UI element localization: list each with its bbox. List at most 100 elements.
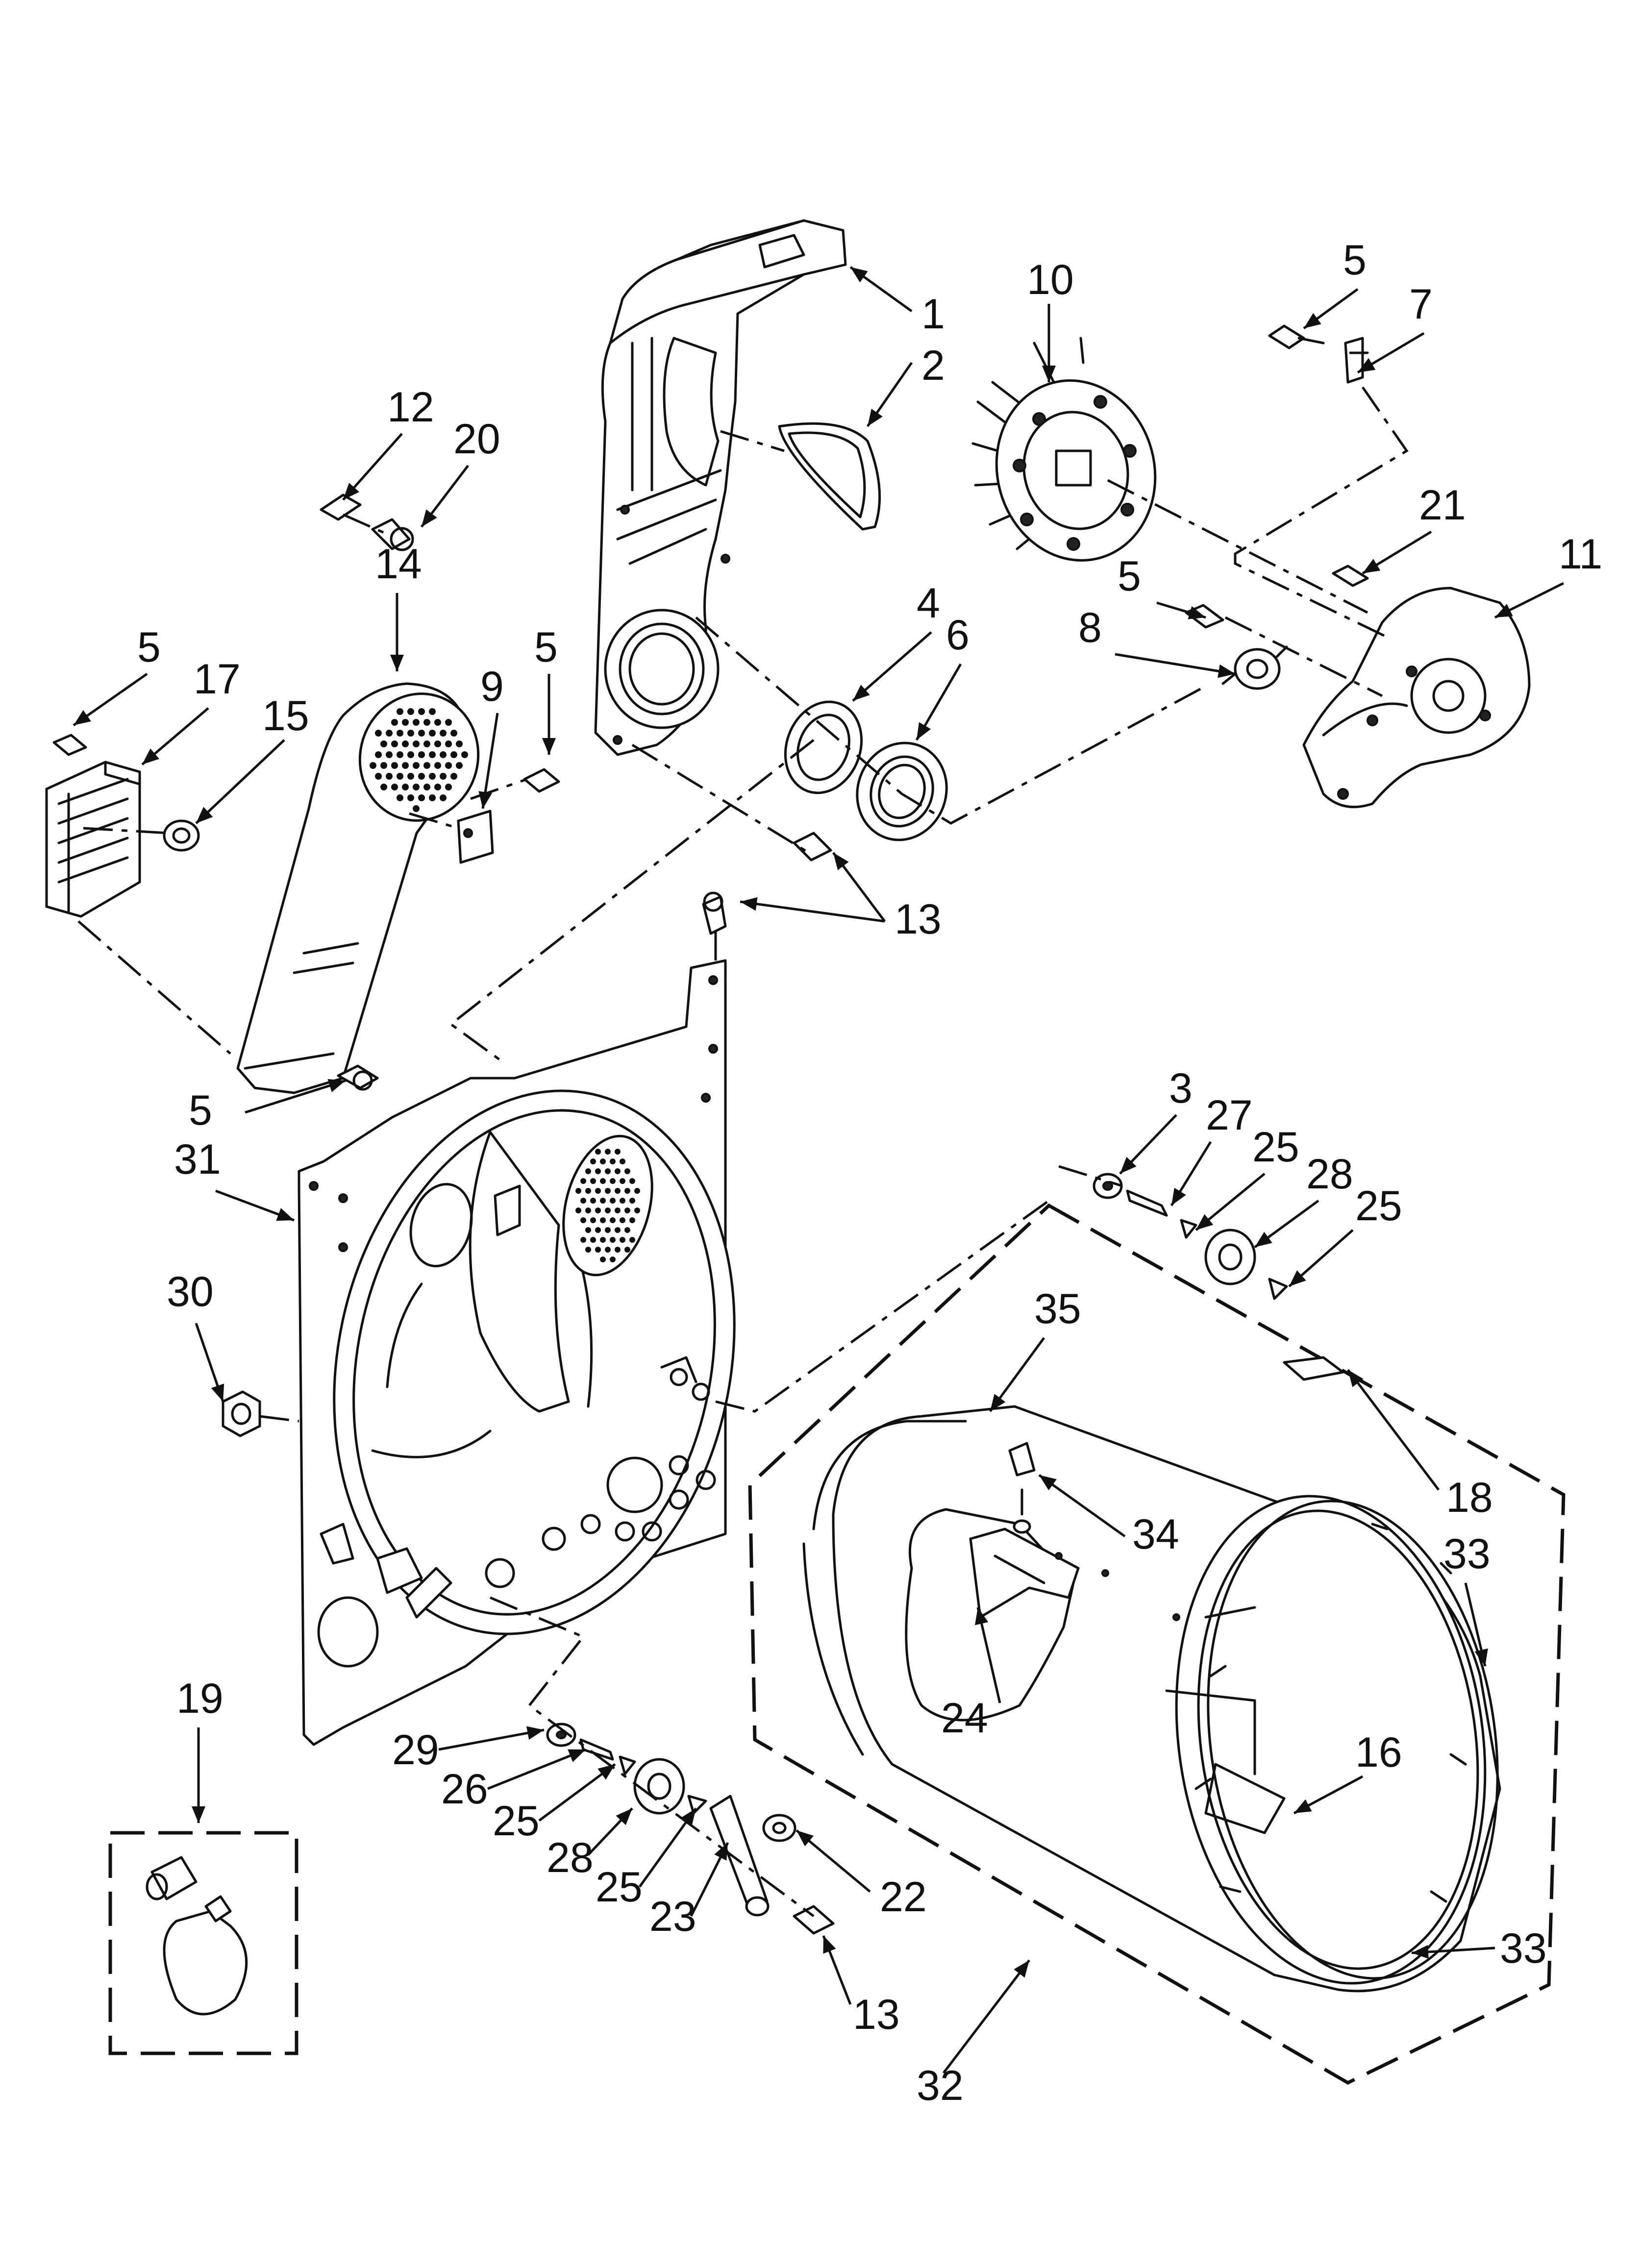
screen-hole <box>575 1188 581 1194</box>
callout-4: 4 <box>917 580 940 627</box>
leader-arrowhead <box>478 791 493 809</box>
screen-hole <box>615 1247 621 1253</box>
callout-34: 34 <box>1132 1511 1179 1558</box>
callout-5-left: 5 <box>137 624 161 671</box>
screen-hole <box>423 784 430 790</box>
screen-hole <box>600 1159 606 1164</box>
callout-14: 14 <box>375 541 422 588</box>
screen-hole <box>580 1178 586 1184</box>
screen-hole <box>418 751 425 758</box>
leader-arrowhead <box>917 722 931 740</box>
screen-hole <box>461 751 468 758</box>
screen-hole <box>402 740 409 747</box>
screen-hole <box>624 1247 630 1253</box>
callout-20: 20 <box>453 416 500 463</box>
part-drum-35 <box>802 1405 1501 1993</box>
part-bearing-6 <box>856 741 948 841</box>
leader-arrowhead <box>990 1394 1006 1411</box>
callout-28-a: 28 <box>1306 1151 1353 1198</box>
leader-line <box>1347 1369 1440 1491</box>
screen-hole <box>605 1168 611 1174</box>
part-bracket-9 <box>457 810 494 864</box>
callout-25-d: 25 <box>596 1864 643 1911</box>
leader-arrowhead <box>196 807 213 823</box>
screen-hole <box>450 773 457 780</box>
screen-hole <box>629 1217 635 1223</box>
screen-hole <box>620 1178 625 1184</box>
leader-line <box>1038 1474 1126 1538</box>
screen-hole <box>418 773 425 780</box>
drum-assembly-box-32 <box>748 1203 1566 2085</box>
callout-16: 16 <box>1355 1729 1402 1776</box>
screen-hole <box>434 719 441 726</box>
callout-21: 21 <box>1419 482 1466 529</box>
callout-5-top: 5 <box>1343 237 1367 284</box>
leader-arrowhead <box>1474 1648 1488 1666</box>
screen-hole <box>380 784 387 790</box>
leader-arrowhead <box>1218 664 1235 678</box>
part-screw-5-left <box>52 734 87 756</box>
screen-hole <box>590 1159 596 1164</box>
screen-hole <box>624 1168 630 1174</box>
screen-hole <box>575 1208 581 1213</box>
screen-hole <box>634 1208 640 1213</box>
leader-arrowhead <box>597 1764 615 1780</box>
callout-labels: 1 2 10 5 7 12 20 21 11 5 8 14 4 6 5 17 5… <box>137 237 1602 2109</box>
screen-hole <box>440 794 447 801</box>
callout-31: 31 <box>174 1136 221 1183</box>
screen-hole <box>620 1237 625 1243</box>
screen-hole <box>397 773 403 780</box>
screen-hole <box>620 1159 625 1164</box>
screen-hole <box>595 1208 601 1213</box>
screen-hole <box>629 1198 635 1204</box>
screen-hole <box>605 1208 611 1213</box>
screen-hole <box>615 1227 621 1233</box>
part-clip-12 <box>320 493 362 521</box>
leader-arrowhead <box>276 1208 294 1221</box>
callout-11: 11 <box>1559 531 1602 578</box>
screen-hole <box>391 784 398 790</box>
leader-arrowhead <box>526 1726 544 1740</box>
callout-2: 2 <box>921 342 945 389</box>
callout-19: 19 <box>176 1675 224 1722</box>
leader-arrowhead <box>142 748 159 764</box>
screen-hole <box>615 1149 621 1155</box>
screen-hole <box>585 1168 591 1174</box>
screen-hole <box>386 773 393 780</box>
screen-hole <box>580 1237 586 1243</box>
screen-hole <box>418 794 425 801</box>
leader-arrowhead <box>542 738 556 755</box>
callout-13-bottom: 13 <box>853 1991 900 2038</box>
screen-hole <box>605 1247 611 1253</box>
part-nut-30 <box>222 1390 261 1437</box>
screen-hole <box>610 1257 616 1262</box>
screen-hole <box>610 1217 616 1223</box>
screen-hole <box>440 751 447 758</box>
leader-arrows <box>73 266 1565 2074</box>
callout-10: 10 <box>1027 256 1074 303</box>
screen-hole <box>397 751 403 758</box>
screen-hole <box>624 1188 630 1194</box>
callout-27: 27 <box>1206 1092 1253 1139</box>
leader-arrowhead <box>1196 1214 1214 1230</box>
screen-hole <box>429 708 436 715</box>
screen-hole <box>595 1247 601 1253</box>
screen-hole <box>375 730 382 737</box>
callout-35: 35 <box>1034 1285 1081 1332</box>
screen-hole <box>595 1149 601 1155</box>
screen-hole <box>624 1208 630 1213</box>
leader-line <box>195 739 285 824</box>
screen-hole <box>620 1217 625 1223</box>
screen-hole <box>600 1257 606 1262</box>
screen-hole <box>397 794 403 801</box>
part-screw-5-lower <box>337 1064 379 1091</box>
part-heater-17 <box>45 761 141 918</box>
front-roller-set <box>546 1723 835 1935</box>
leader-arrowhead <box>680 1808 696 1826</box>
leader-arrowhead <box>833 853 849 870</box>
screen-hole <box>370 762 376 769</box>
part-screw-20 <box>371 518 414 551</box>
leader-arrowhead <box>1289 1270 1306 1286</box>
screen-hole <box>407 708 414 715</box>
screen-hole <box>418 730 425 737</box>
